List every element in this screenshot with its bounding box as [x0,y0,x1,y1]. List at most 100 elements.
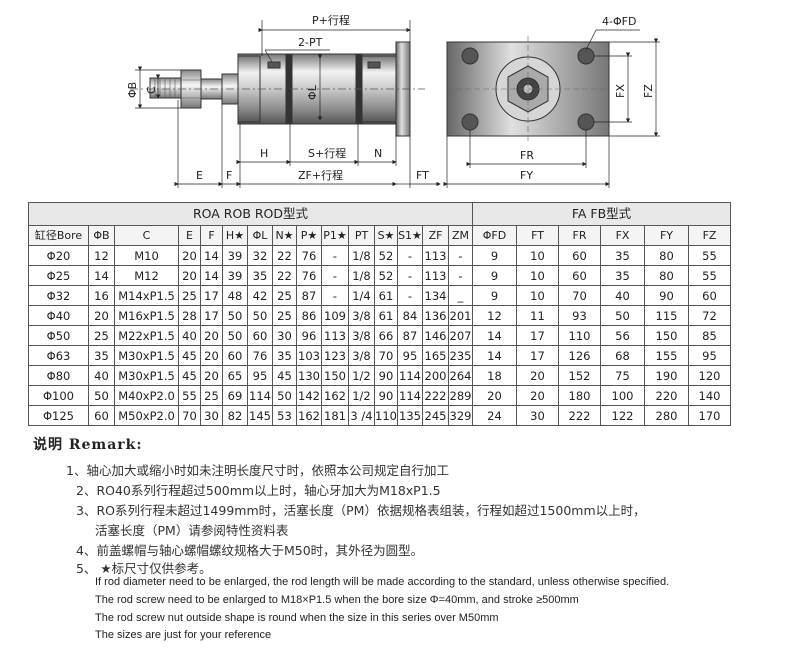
column-header: FT [516,225,559,246]
table-cell: 70 [374,345,398,366]
group-roa-rob-rod: ROA ROB ROD型式 [28,202,473,226]
table-cell: 42 [247,285,273,306]
label-phi-l: ΦL [306,84,319,100]
label-4-fd: 4-ΦFD [602,15,636,28]
table-cell: 329 [448,405,473,426]
table-cell: 53 [272,405,297,426]
table-cell: 235 [448,345,473,366]
table-cell: 32 [247,245,273,266]
table-cell: 110 [558,325,601,346]
table-cell: 150 [644,325,689,346]
table-cell: _ [448,285,473,306]
table-cell: 1/8 [348,245,375,266]
table-cell: Φ32 [28,285,89,306]
table-cell: - [321,285,349,306]
table-cell: 113 [422,265,449,286]
remark-item-5: 5、 ★标尺寸仅供参考。 [76,561,212,576]
side-labels: P+行程 2-PT ΦB C ΦL H S+行程 N E F ZF+行程 FT [126,14,429,182]
table-cell: 50 [600,305,645,326]
table-cell: 87 [397,325,423,346]
table-cell: 90 [374,365,398,386]
table-cell: 280 [644,405,689,426]
table-cell: 76 [296,265,322,286]
table-cell: - [397,265,423,286]
cylinder-drawing: P+行程 2-PT ΦB C ΦL H S+行程 N E F ZF+行程 FT [126,14,660,188]
port-right [367,61,381,69]
label-e: E [196,169,203,182]
column-header: FR [558,225,601,246]
table-cell: 20 [200,325,223,346]
table-cell: 222 [558,405,601,426]
table-cell: 113 [321,325,349,346]
table-cell: 75 [600,365,645,386]
column-header: S1★ [397,225,423,246]
table-cell: 84 [397,305,423,326]
table-cell: 17 [200,285,223,306]
table-cell: 1/4 [348,285,375,306]
table-cell: 207 [448,325,473,346]
table-cell: 69 [222,385,248,406]
table-cell: 35 [247,265,273,286]
remark-item-4: 4、前盖螺帽与轴心螺帽螺纹规格大于M50时，其外径为圆型。 [76,543,424,558]
table-cell: 55 [688,245,731,266]
table-cell: 55 [178,385,201,406]
table-cell: 264 [448,365,473,386]
column-header: 缸径Bore [28,225,89,246]
table-cell: 60 [222,345,248,366]
table-cell: 80 [644,245,689,266]
table-cell: 95 [397,345,423,366]
side-view [130,41,425,137]
table-cell: - [321,245,349,266]
table-cell: 113 [422,245,449,266]
label-zf-stroke: ZF+行程 [298,169,343,182]
table-cell: M30xP1.5 [114,365,179,386]
table-cell: Φ50 [28,325,89,346]
table-cell: 25 [88,325,115,346]
table-cell: 3 /4 [348,405,375,426]
table-cell: 50 [247,305,273,326]
label-s-stroke: S+行程 [308,147,346,160]
remark-item-2: 2、RO40系列行程超过500mm以上时，轴心牙加大为M18xP1.5 [76,483,441,498]
table-cell: 90 [644,285,689,306]
table-cell: Φ80 [28,365,89,386]
table-cell: 40 [88,365,115,386]
table-cell: 61 [374,305,398,326]
table-cell: 140 [688,385,731,406]
table-cell: Φ40 [28,305,89,326]
table-cell: 39 [222,265,248,286]
table-cell: - [397,285,423,306]
table-cell: - [448,245,473,266]
table-cell: 60 [688,285,731,306]
table-cell: 201 [448,305,473,326]
table-cell: 86 [296,305,322,326]
table-cell: 120 [688,365,731,386]
table-cell: 95 [688,345,731,366]
remark-en-3: The rod screw nut outside shape is round… [95,612,499,624]
table-cell: M12 [114,265,179,286]
table-cell: 165 [422,345,449,366]
table-cell: 9 [472,265,517,286]
table-cell: 115 [644,305,689,326]
table-cell: 190 [644,365,689,386]
table-cell: M16xP1.5 [114,305,179,326]
bolt-hole-bottom-right [577,113,595,131]
table-cell: 28 [178,305,201,326]
table-cell: 126 [558,345,601,366]
table-cell: 220 [644,385,689,406]
bolt-hole-top-left [461,47,479,65]
table-cell: 30 [272,325,297,346]
column-header: FY [644,225,689,246]
table-cell: 45 [178,345,201,366]
table-cell: 55 [688,265,731,286]
table-cell: M40xP2.0 [114,385,179,406]
table-cell: 40 [600,285,645,306]
remarks-section: 说明 Remark: 1、轴心加大或缩小时如未注明长度尺寸时，依照本公司规定自行… [0,430,790,658]
label-h: H [260,147,268,160]
table-cell: 90 [374,385,398,406]
table-cell: 25 [272,285,297,306]
